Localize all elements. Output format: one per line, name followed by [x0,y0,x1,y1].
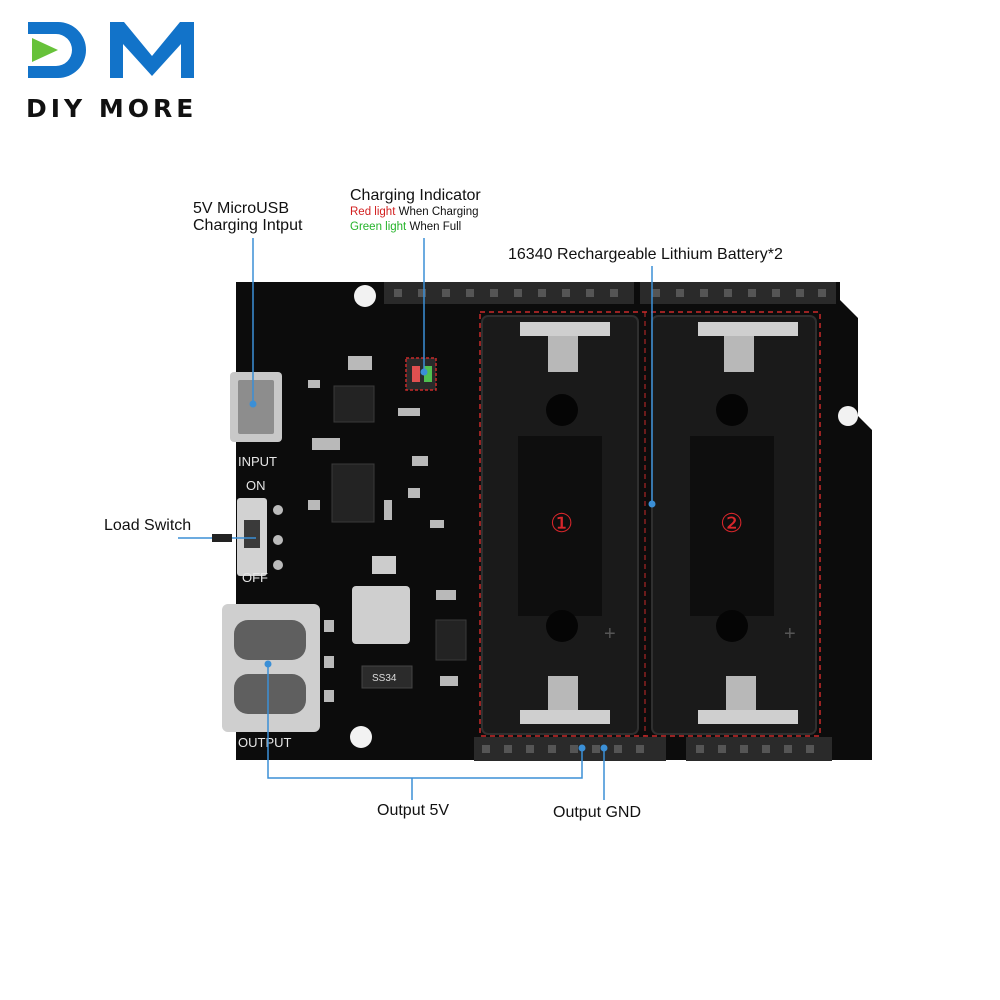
holder-2-top-contact [698,322,798,336]
load-switch-lever [212,534,232,542]
micro-usb-opening [238,380,274,434]
brand-name: DIY MORE [26,94,198,123]
top-header-left [384,282,634,304]
charging-indicator-title: Charging Indicator [350,187,481,204]
cell-number-1: ① [550,508,573,538]
load-switch-label: Load Switch [104,517,192,534]
holder-1-top-contact [520,322,610,336]
output-silkscreen: OUTPUT [238,735,292,750]
holder-2-window [690,436,774,616]
usb-output-slot-2 [234,674,306,714]
off-silkscreen: OFF [242,570,268,585]
charging-legend-green: Green light When Full [350,221,461,233]
holder-2-bottom-tab [726,676,756,710]
diode [361,665,413,689]
ic-chip [435,619,467,661]
holder-1-window [518,436,602,616]
on-silkscreen: ON [246,478,266,493]
charging-legend-red: Red light When Charging [350,206,479,218]
input-silkscreen: INPUT [238,454,277,469]
usb-output-slot-1 [234,620,306,660]
mounting-hole [838,406,858,426]
cell-number-2: ② [720,508,743,538]
when-full-text: When Full [409,221,462,233]
pointer-lines [178,238,653,800]
top-header-right [640,282,836,304]
inductor [352,586,410,644]
micro-usb-label-line2: Charging Intput [193,217,303,234]
logo-m-icon [110,22,194,78]
output-5v-pointer-line [267,664,583,779]
green-light-text: Green light [350,221,407,233]
plus-sign-2: + [784,623,796,645]
micro-usb-label-line1: 5V MicroUSB [193,200,290,217]
mounting-hole [354,285,376,307]
capacitor [372,556,396,574]
battery-area-outline [479,311,821,737]
when-charging-text: When Charging [398,206,479,218]
battery-label: 16340 Rechargeable Lithium Battery*2 [508,246,783,263]
plus-sign-1: + [604,623,616,645]
holder-2-top-tab [724,336,754,372]
output-gnd-label: Output GND [553,804,642,821]
logo-triangle-icon [32,38,58,62]
holder-2-bottom-hole [716,610,748,642]
holder-2-top-hole [716,394,748,426]
ic-chip [331,463,375,523]
holder-2-bottom-contact [698,710,798,724]
holder-1-top-tab [548,336,578,372]
dm-logo-mark [28,22,194,78]
holder-1-bottom-hole [546,610,578,642]
ic-chip [333,385,375,423]
logo-d-icon [28,22,86,78]
red-light-text: Red light [350,206,396,218]
holder-1-top-hole [546,394,578,426]
holder-1-bottom-tab [548,676,578,710]
output-5v-label: Output 5V [377,802,450,819]
mounting-hole [350,726,372,748]
holder-1-bottom-contact [520,710,610,724]
diode-marking: SS34 [372,673,397,684]
load-switch-slider [244,520,260,548]
